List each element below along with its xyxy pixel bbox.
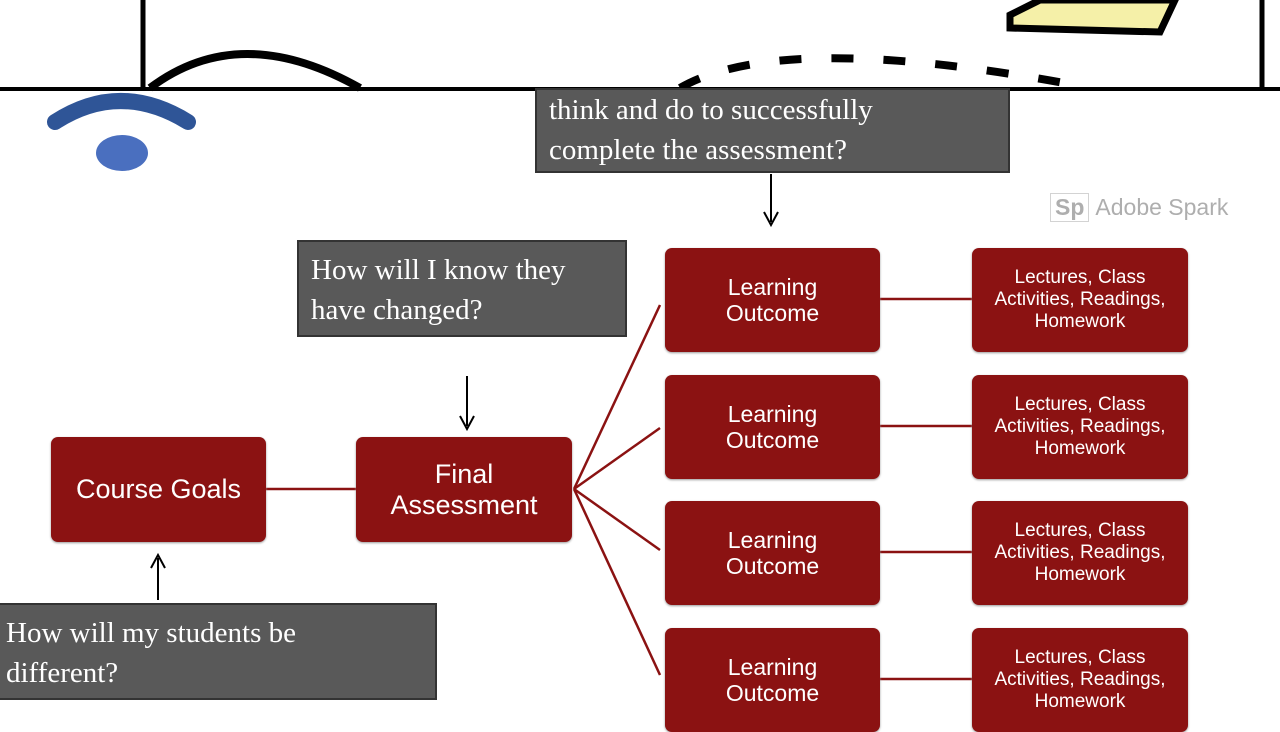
final-assessment-box: Final Assessment	[356, 437, 572, 542]
activities-label: Activities, Readings,	[994, 416, 1166, 437]
spark-badge-icon: Sp	[1050, 192, 1090, 222]
final-assessment-label: Assessment	[390, 489, 538, 520]
final-assessment-label: Final	[434, 458, 494, 489]
course-goals-label: Course Goals	[75, 474, 242, 504]
question-line: think and do to successfully	[549, 94, 873, 126]
learning-outcome-label: Outcome	[725, 553, 820, 579]
activities-label: Activities, Readings,	[994, 669, 1166, 690]
learning-outcome-label: Learning	[727, 527, 818, 553]
activities-label: Homework	[1034, 311, 1126, 332]
activities-label: Lectures, Class	[1014, 520, 1146, 541]
learning-outcome-label: Learning	[727, 274, 818, 300]
question-line: How will I know they	[311, 254, 566, 286]
arrows	[150, 174, 779, 600]
activities-label: Homework	[1034, 691, 1126, 712]
logo-icon	[47, 93, 196, 171]
activities-label: Homework	[1034, 438, 1126, 459]
question-line: different?	[6, 657, 119, 689]
activities-label: Lectures, Class	[1014, 267, 1146, 288]
activities-label: Activities, Readings,	[994, 542, 1166, 563]
question-line: How will my students be	[6, 617, 296, 649]
course-goals-box: Course Goals	[51, 437, 266, 542]
activities-label: Lectures, Class	[1014, 647, 1146, 668]
top-sketch	[0, 0, 1280, 92]
learning-outcome-label: Outcome	[725, 300, 820, 326]
watermark-text: Adobe Spark	[1095, 193, 1229, 220]
learning-outcome-label: Learning	[727, 401, 818, 427]
adobe-spark-watermark: Sp Adobe Spark	[1050, 188, 1229, 226]
question-line: have changed?	[311, 294, 483, 326]
learning-outcome-label: Outcome	[725, 680, 820, 706]
learning-outcome-label: Learning	[727, 654, 818, 680]
question-line: complete the assessment?	[549, 134, 847, 166]
activities-label: Lectures, Class	[1014, 394, 1146, 415]
activities-label: Activities, Readings,	[994, 289, 1166, 310]
question-bottom: How will my students be different?	[0, 603, 437, 700]
connectors	[266, 297, 972, 681]
activities-label: Homework	[1034, 564, 1126, 585]
learning-outcome-label: Outcome	[725, 427, 820, 453]
question-top: think and do to successfully complete th…	[535, 88, 1010, 173]
question-middle: How will I know they have changed?	[297, 240, 627, 337]
